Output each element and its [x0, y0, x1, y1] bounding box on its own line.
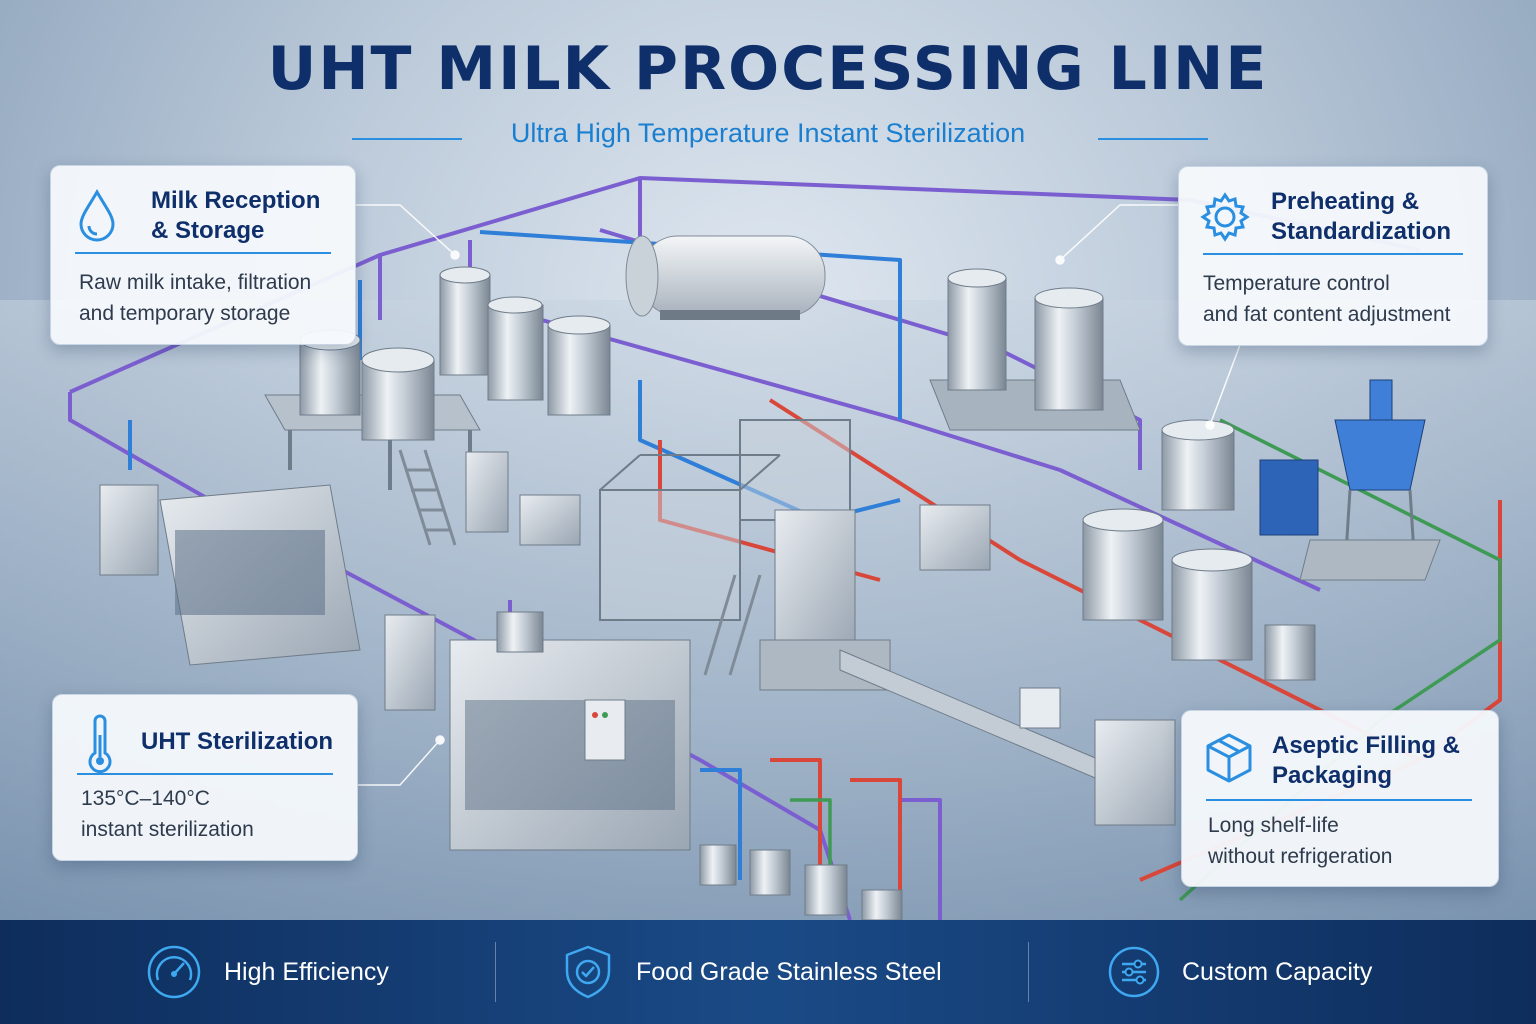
card-title: Preheating & Standardization	[1271, 188, 1452, 245]
subtitle-rule-right	[1098, 138, 1208, 140]
card-description: Raw milk intake, filtration and temporar…	[79, 271, 312, 325]
page-title: UHT MILK PROCESSING LINE	[267, 34, 1269, 104]
card-rule	[75, 252, 331, 254]
card-rule	[1206, 799, 1472, 801]
thermometer-icon	[88, 714, 112, 774]
callout-leader-lines	[0, 0, 1536, 920]
feature-footer: High Efficiency Food Grade Stainless Ste…	[0, 920, 1536, 1024]
card-title: UHT Sterilization	[141, 728, 334, 755]
gear-icon	[1200, 192, 1250, 242]
footer-divider	[495, 942, 496, 1002]
page-subtitle: Ultra High Temperature Instant Steriliza…	[510, 118, 1026, 148]
subtitle-rule-left	[352, 138, 462, 140]
card-preheating: Preheating & Standardization Temperature…	[1178, 166, 1488, 346]
card-uht-sterilization: UHT Sterilization 135°C–140°C instant st…	[52, 694, 358, 861]
card-aseptic-filling: Aseptic Filling & Packaging Long shelf-l…	[1181, 710, 1499, 887]
card-description: Temperature control and fat content adju…	[1203, 272, 1451, 326]
water-drop-icon	[79, 188, 115, 242]
card-title: Milk Reception & Storage	[151, 187, 321, 244]
feature-custom-capacity: Custom Capacity	[1108, 920, 1372, 1024]
card-description: Long shelf-life without refrigeration	[1208, 814, 1393, 868]
speedometer-icon	[147, 945, 201, 999]
card-description: 135°C–140°C instant sterilization	[81, 787, 254, 841]
shield-check-icon	[565, 945, 611, 999]
sliders-icon	[1108, 946, 1160, 998]
feature-food-grade-steel: Food Grade Stainless Steel	[562, 920, 942, 1024]
card-rule	[1203, 253, 1463, 255]
card-milk-reception: Milk Reception & Storage Raw milk intake…	[50, 165, 356, 345]
footer-divider	[1028, 942, 1029, 1002]
cube-icon	[1206, 733, 1252, 783]
feature-high-efficiency: High Efficiency	[146, 920, 389, 1024]
card-rule	[77, 773, 333, 775]
card-title: Aseptic Filling & Packaging	[1272, 732, 1461, 789]
